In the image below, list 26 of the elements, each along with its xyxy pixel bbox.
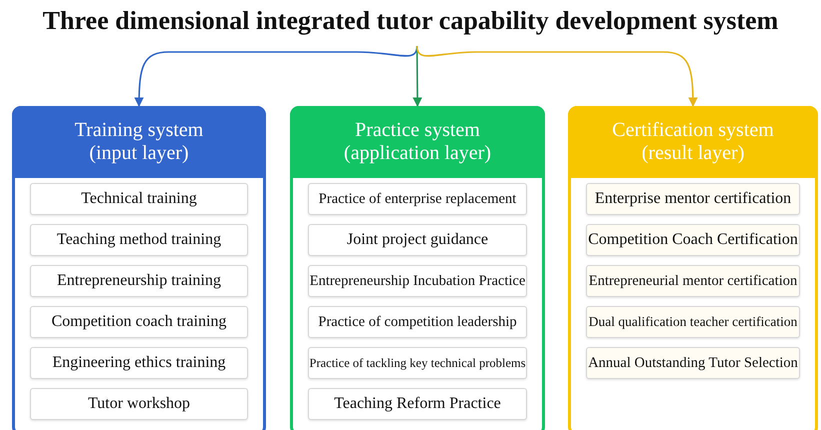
item-box: Entrepreneurship training: [30, 265, 248, 297]
item-box: Competition coach training: [30, 306, 248, 338]
panel-heading: Training system (input layer): [74, 119, 204, 165]
item-box: Joint project guidance: [308, 224, 527, 256]
item-box: Annual Outstanding Tutor Selection: [586, 347, 800, 379]
item-box: Entrepreneurial mentor certification: [586, 265, 800, 297]
layer-panel: [12, 106, 266, 430]
item-box: Engineering ethics training: [30, 347, 248, 379]
panel-heading: Certification system (result layer): [611, 119, 775, 165]
item-box: Entrepreneurship Incubation Practice: [308, 265, 527, 297]
panel-heading: Practice system (application layer): [342, 119, 492, 165]
arrow: [412, 46, 422, 107]
item-box: Teaching method training: [30, 224, 248, 256]
item-box: Enterprise mentor certification: [586, 183, 800, 215]
item-box: Practice of enterprise replacement: [308, 183, 527, 215]
item-box: Practice of competition leadership: [308, 306, 527, 338]
layer-panel: [290, 106, 545, 430]
item-box: Tutor workshop: [30, 388, 248, 420]
item-box: Technical training: [30, 183, 248, 215]
item-box: Practice of tackling key technical problems: [308, 347, 527, 379]
layer-panel: [568, 106, 818, 430]
item-box: Competition Coach Certification: [586, 224, 800, 256]
item-box: Dual qualification teacher certification: [586, 306, 800, 338]
item-box: Teaching Reform Practice: [308, 388, 527, 420]
diagram-title: Three dimensional integrated tutor capability development system: [0, 6, 821, 36]
arrow: [416, 46, 698, 107]
